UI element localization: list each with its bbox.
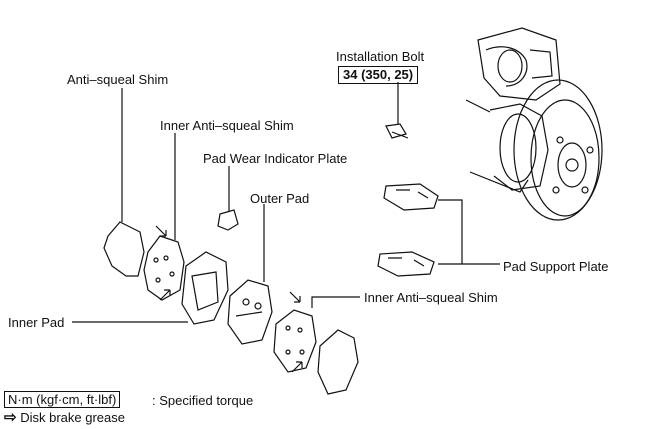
label-inner-anti-squeal-shim-top: Inner Anti–squeal Shim: [160, 118, 294, 133]
legend-torque-unit: N·m (kgf·cm, ft·lbf): [4, 391, 121, 408]
label-outer-pad: Outer Pad: [250, 191, 310, 206]
torque-value-box: 34 (350, 25): [338, 66, 419, 84]
grease-arrow-1: [155, 225, 167, 237]
legend-grease-row: ⇨ Disk brake grease: [4, 410, 125, 425]
legend-grease-desc: Disk brake grease: [20, 410, 125, 425]
caliper-disc-assembly: [465, 27, 603, 221]
label-inner-pad: Inner Pad: [8, 315, 65, 330]
label-pad-support-plate: Pad Support Plate: [503, 259, 609, 274]
grease-arrow-2: [159, 289, 171, 301]
inner-anti-squeal-shim-top-part: [143, 235, 185, 301]
label-anti-squeal-shim: Anti–squeal Shim: [67, 72, 169, 87]
pad-support-plate-lower: [377, 251, 435, 277]
grease-arrow-4: [291, 361, 303, 373]
leader-pad-support-plate: [438, 199, 500, 265]
label-inner-anti-squeal-shim-right: Inner Anti–squeal Shim: [364, 290, 498, 305]
grease-arrow-icon: ⇨: [4, 409, 17, 426]
pad-wear-indicator-part: [217, 209, 239, 231]
label-pad-wear-indicator-plate: Pad Wear Indicator Plate: [203, 151, 348, 166]
leader-inner-anti-squeal-shim-right: [311, 296, 360, 308]
inner-anti-squeal-shim-right-part: [273, 309, 317, 373]
grease-arrow-3: [289, 291, 301, 303]
legend-torque-desc: : Specified torque: [152, 393, 254, 408]
label-installation-bolt: Installation Bolt: [336, 49, 425, 64]
pad-support-plate-upper: [383, 183, 439, 211]
outer-anti-squeal-shim-part: [317, 329, 359, 395]
installation-bolt-part: [385, 123, 409, 139]
outer-pad-part: [227, 279, 273, 345]
anti-squeal-shim-part: [103, 221, 145, 277]
inner-pad-part: [181, 251, 229, 325]
